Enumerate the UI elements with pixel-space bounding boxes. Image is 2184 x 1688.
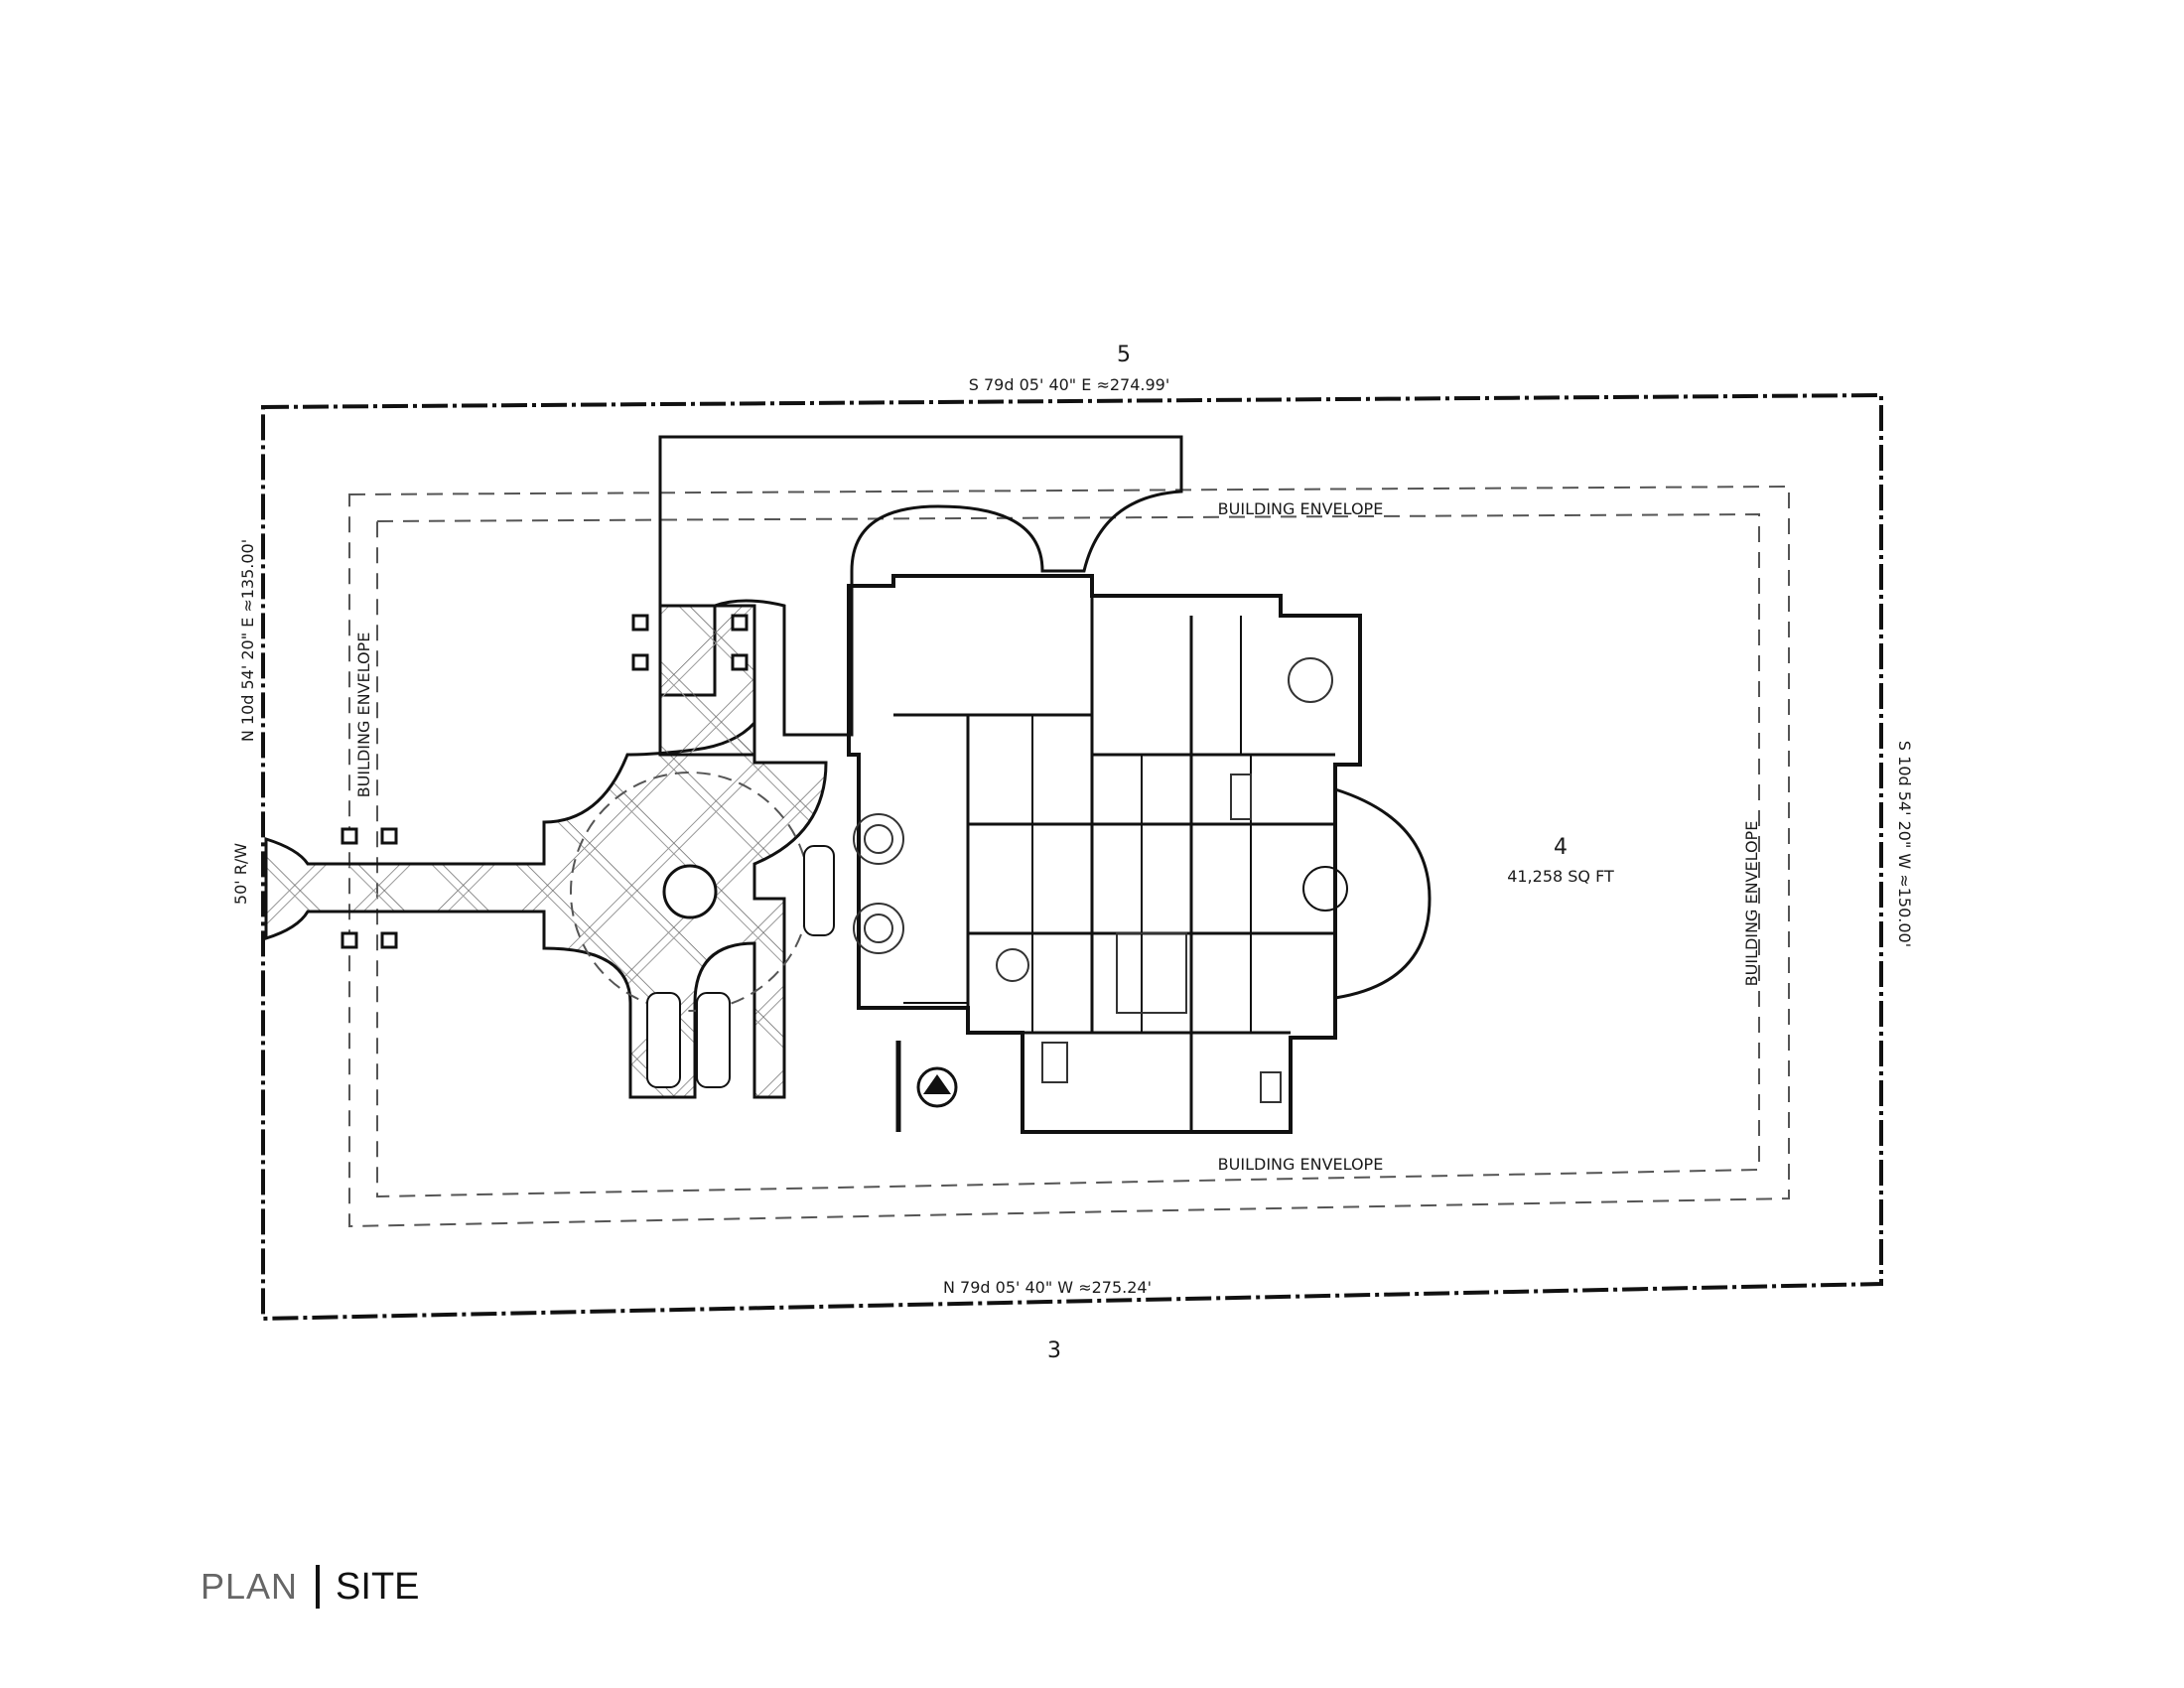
parked-car [696,992,731,1088]
building-envelope-inner [376,512,1760,1198]
trees [853,813,904,954]
top-drive [658,435,1183,737]
envelope-label-left: BUILDING ENVELOPE [354,633,373,798]
envelope-label-bottom: BUILDING ENVELOPE [1218,1155,1384,1174]
right-of-way-label: 50' R/W [231,843,250,905]
envelope-label-right: BUILDING ENVELOPE [1742,821,1761,987]
motor-court-fountain [662,864,718,919]
parked-car [646,992,681,1088]
lot-area-label: 41,258 SQ FT [1507,867,1614,886]
lot-number-east: 4 [1554,835,1568,860]
gate-posts [341,614,749,949]
building-envelope-outer [348,485,1790,1228]
furniture [996,657,1333,1103]
sheet-title-divider [316,1565,321,1609]
envelope-label-top: BUILDING ENVELOPE [1218,499,1384,518]
sheet-title-site: SITE [336,1565,420,1608]
property-boundary [261,392,1883,1322]
bearing-west: N 10d 54' 20" E ≈135.00' [238,539,257,742]
entry-road [264,719,828,1099]
lot-number-south: 3 [1047,1338,1061,1363]
house-footprint [847,574,1432,1134]
sheet-title: PLAN SITE [201,1557,420,1617]
sheet-title-plan: PLAN [201,1566,299,1607]
bearing-south: N 79d 05' 40" W ≈275.24' [943,1278,1152,1297]
north-arrow-icon [895,1041,958,1132]
bearing-north: S 79d 05' 40" E ≈274.99' [969,375,1169,394]
bearing-east: S 10d 54' 20" W ≈150.00' [1895,741,1914,947]
parked-car [803,845,835,936]
driveway [264,435,1183,1099]
lot-number-north: 5 [1117,343,1131,367]
